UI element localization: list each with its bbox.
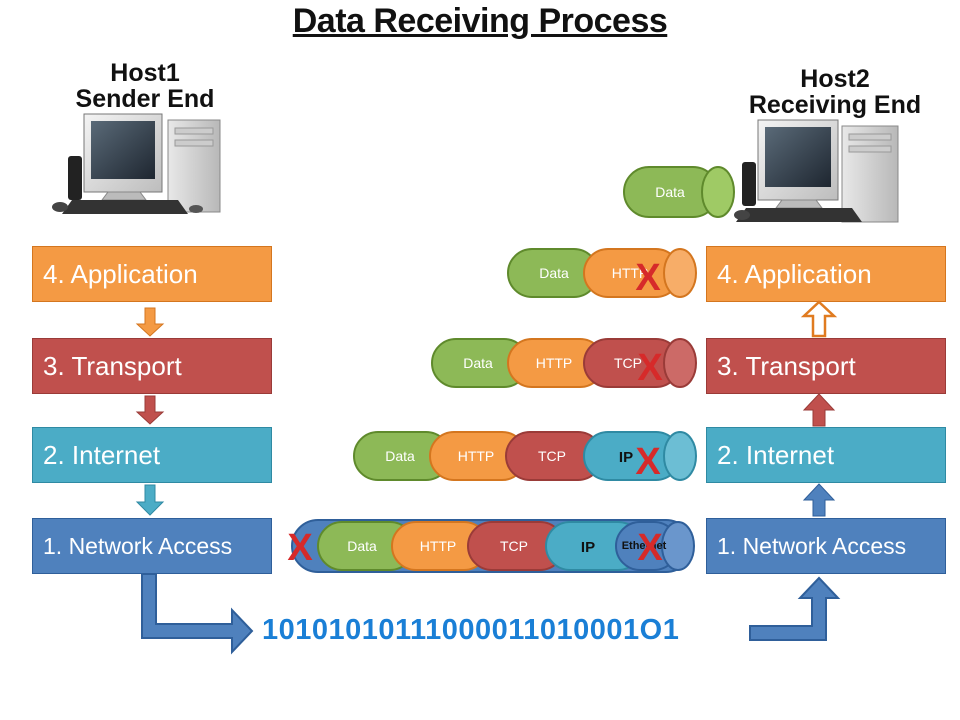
packet-internet-ip-label: IP <box>619 449 633 466</box>
packet-network-ip-label: IP <box>581 539 595 556</box>
receiver-layer-application: 4. Application <box>706 246 946 302</box>
host2-name: Host2 <box>800 65 870 93</box>
packet-transport-http-label: HTTP <box>536 355 573 371</box>
sender-arrow-app-to-transport <box>135 307 165 337</box>
packet-transport-remove-mark: X <box>637 347 663 389</box>
host1-name: Host1 <box>110 59 180 87</box>
receiver-layer-transport: 3. Transport <box>706 338 946 394</box>
receiver-layer-internet: 2. Internet <box>706 427 946 483</box>
packet-internet-http-label: HTTP <box>458 448 495 464</box>
packet-application: Data HTTP X <box>507 248 697 299</box>
packet-data-only: Data <box>623 166 735 218</box>
receiver-layer-network-access: 1. Network Access <box>706 518 946 574</box>
sender-layer-internet: 2. Internet <box>32 427 272 483</box>
sender-arrow-transport-to-internet <box>135 395 165 425</box>
host2-computer-icon <box>734 119 899 223</box>
packet-network-remove-mark-left: X <box>287 527 313 569</box>
packet-network-remove-mark-right: X <box>637 527 663 569</box>
host2-role: Receiving End <box>748 91 922 119</box>
packet-data-only-data-label: Data <box>655 184 685 200</box>
packet-internet-tcp-label: TCP <box>538 448 566 464</box>
packet-network-access: Data HTTP TCP IP Ethernet X X <box>287 519 695 573</box>
transmission-arrow-receiver <box>749 576 841 641</box>
host1-role: Sender End <box>75 85 215 113</box>
sender-arrow-internet-to-network <box>135 484 165 516</box>
receiver-arrow-internet-to-transport <box>802 393 836 427</box>
host1-label: Host1 Sender End <box>55 60 235 112</box>
packet-transport-data-label: Data <box>463 355 493 371</box>
sender-layer-application: 4. Application <box>32 246 272 302</box>
host1-computer-icon <box>52 113 221 214</box>
receiver-arrow-network-to-internet <box>802 483 836 517</box>
packet-application-remove-mark: X <box>635 257 661 299</box>
packet-application-data-label: Data <box>539 265 569 281</box>
host2-label: Host2 Receiving End <box>730 66 940 118</box>
packet-transport: Data HTTP TCP X <box>431 338 697 389</box>
transmission-arrow-sender <box>141 573 254 655</box>
bitstream: 10101010111000011010001O1 <box>262 614 680 646</box>
receiver-arrow-transport-to-app <box>800 300 838 338</box>
packet-network-ethernet-label: Ethernet <box>622 540 667 552</box>
packet-network-http-label: HTTP <box>420 538 457 554</box>
packet-internet: Data HTTP TCP IP X <box>353 431 697 483</box>
packet-transport-tcp-label: TCP <box>614 355 642 371</box>
packet-application-http-label: HTTP <box>612 265 649 281</box>
sender-layer-transport: 3. Transport <box>32 338 272 394</box>
packet-network-data-label: Data <box>347 538 377 554</box>
page-title: Data Receiving Process <box>292 2 668 40</box>
packet-internet-remove-mark: X <box>635 441 661 483</box>
packet-network-tcp-label: TCP <box>500 538 528 554</box>
packet-internet-data-label: Data <box>385 448 415 464</box>
